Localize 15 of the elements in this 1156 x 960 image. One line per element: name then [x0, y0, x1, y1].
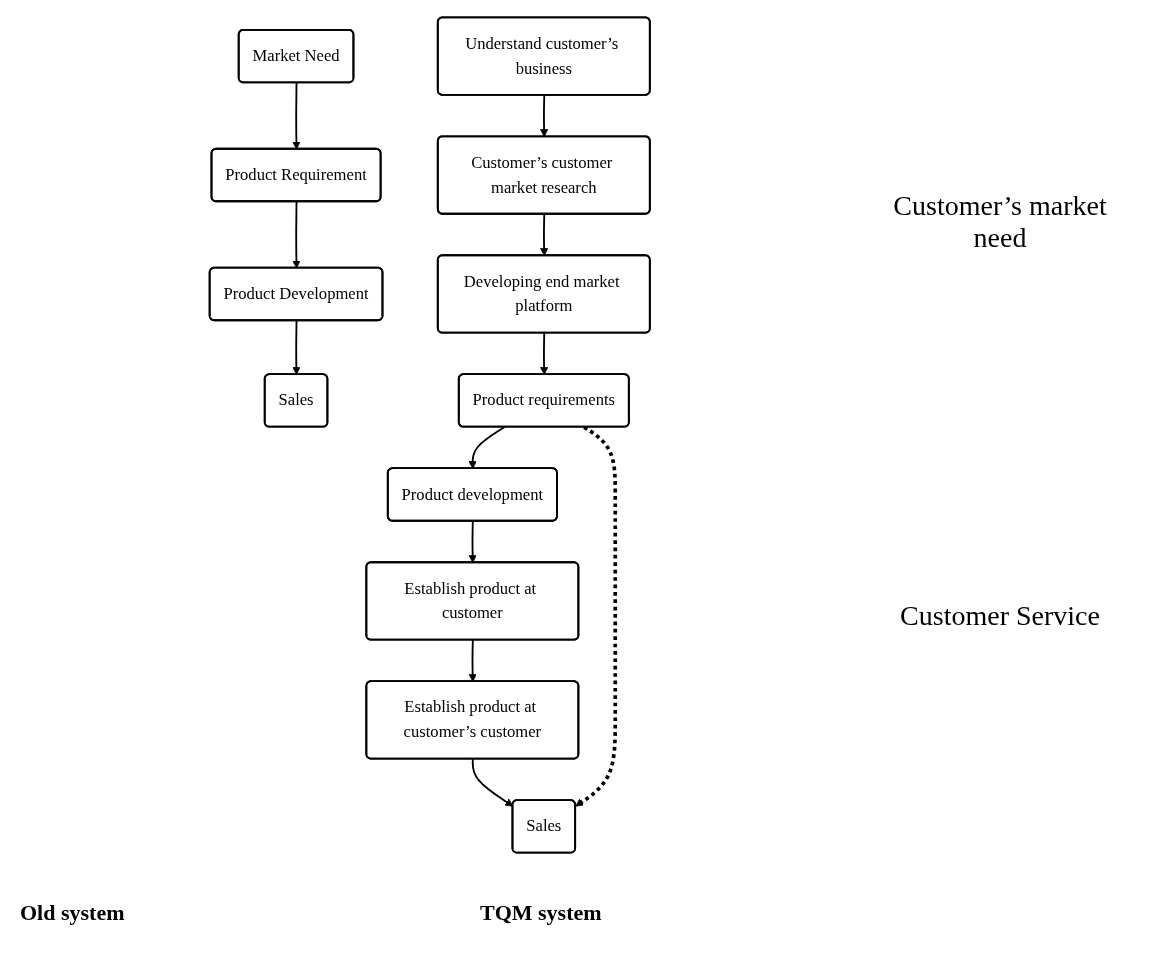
arrow [540, 213, 549, 257]
arrow [468, 520, 477, 564]
arrow [468, 639, 477, 682]
bracket-note: Customer’s market need [892, 190, 1108, 254]
arrow [540, 332, 549, 375]
arrow [292, 319, 301, 375]
bracket-note: Customer Service [899, 600, 1101, 632]
column-heading: TQM system [480, 900, 602, 926]
arrow [540, 94, 549, 138]
arrow [575, 425, 618, 807]
arrow [468, 426, 506, 469]
arrow [472, 758, 514, 807]
arrow [292, 81, 301, 150]
arrow [292, 200, 301, 269]
column-heading: Old system [20, 900, 125, 926]
